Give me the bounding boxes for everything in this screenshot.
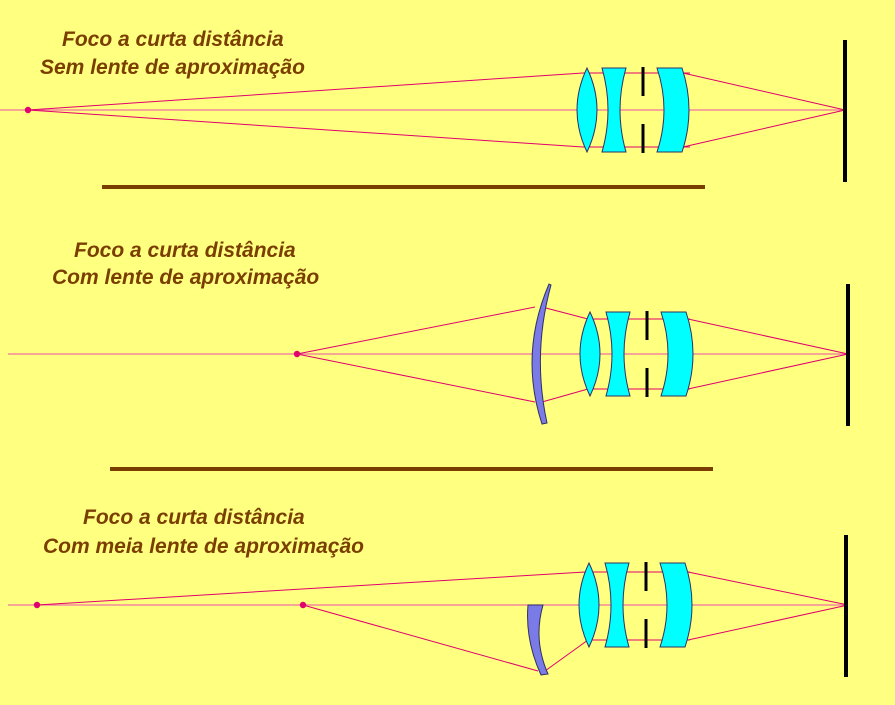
panel3-near-object-point [299,601,307,609]
panel1-title-line2: Sem lente de aproximação [40,56,305,79]
panel2-lens-2 [605,311,631,397]
panel1-ray-bottom-image [682,109,846,148]
panel3-ray-near-object [302,604,539,672]
panel3-half-close-up-lens [527,604,549,676]
panel2-ray-bottom-object [296,353,536,403]
panel2-ray-top-object [296,306,536,355]
panel2-lens-1 [579,310,601,398]
panel2-ray-bottom-image [687,353,849,390]
panel1-object-point [24,106,32,114]
panel3-lens-3 [659,562,693,648]
panel2-ray-bottom-mid [541,388,589,403]
panel1-title-line1: Foco a curta distância [62,28,284,51]
panel2-title-line1: Foco a curta distância [74,239,296,262]
panel2-close-up-lens [531,283,552,425]
panel2-ray-top-mid [541,306,589,320]
panel3-title-line2: Com meia lente de aproximação [43,535,364,558]
panel1-lens-1 [576,66,598,154]
panel1-lens-2 [601,67,627,153]
panel3-lens-1 [578,561,600,649]
panel3-title-line1: Foco a curta distância [83,506,305,529]
panel2-lens-3 [660,311,694,397]
panel1-ray-bottom [27,109,584,148]
panel3-far-object-point [33,601,41,609]
panel2-title-line2: Com lente de aproximação [52,266,320,289]
panel2-ray-top-image [687,318,849,355]
panel3-ray-near-mid [544,639,589,672]
panel1-lens-3 [656,67,690,153]
panel1-ray-top-image [682,72,846,111]
panel3-ray-top-image [687,571,849,606]
panel3-ray-far-object [36,571,586,606]
panel2-object-point [293,350,301,358]
panel1-ray-top [27,72,584,111]
panel3-lens-2 [604,562,630,648]
panel3-ray-bottom-image [687,604,849,641]
